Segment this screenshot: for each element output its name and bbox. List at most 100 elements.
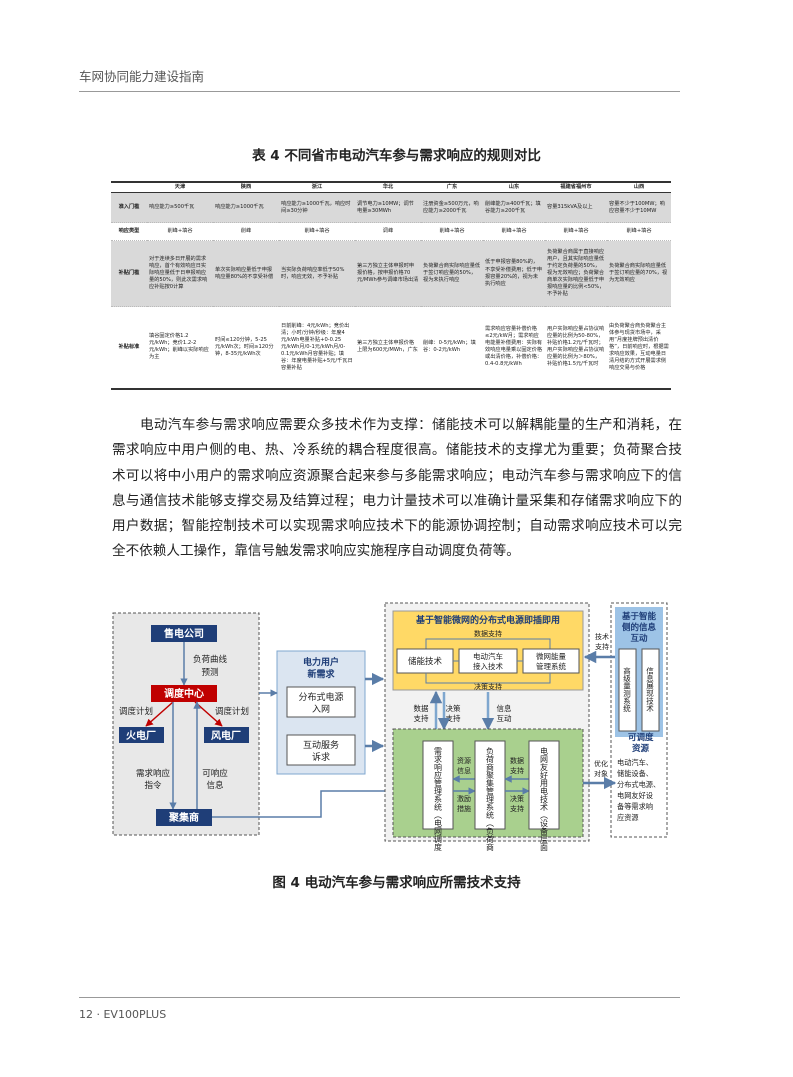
interactive-service-box — [286, 734, 356, 766]
mid-decision-support: 决策 — [446, 703, 461, 713]
table-cell: 时间≤120分钟，5-25元/kWh次；时间≥120分钟，8-35元/kWh次 — [213, 306, 279, 390]
table-row: 补贴门槛 对于连续多日开展的需求响应，首个有效响应日实际响应量低于日申报响应量的… — [111, 240, 671, 308]
res-title: 可调度 — [628, 732, 654, 743]
row-label: 补贴门槛 — [111, 240, 147, 308]
table-cell: 削峰+填谷 — [607, 222, 671, 242]
dr-command-label: 需求响应 — [136, 768, 171, 779]
table-cell: 削峰+填谷 — [147, 222, 213, 242]
ev-access-label-2: 接入技术 — [473, 661, 503, 671]
table-cell: 削峰+填谷 — [483, 222, 545, 242]
metering-label: 高级量测系统 — [622, 666, 631, 714]
table-cell: 用户实际响应量占协议响应量的比例为50-80%，补贴价格1.2元/千瓦时；用户实… — [545, 306, 607, 390]
grid-dr-system-box — [422, 740, 454, 830]
microgrid-ems-box — [522, 648, 580, 674]
incentive-label-2: 措施 — [457, 804, 471, 813]
top-data-support: 数据支持 — [474, 629, 502, 638]
res-item: 分布式电源、 — [617, 780, 660, 789]
table-cell: 削峰+填谷 — [545, 222, 607, 242]
table-header-cell: 广东 — [421, 181, 483, 193]
table-cell: 调峰 — [355, 222, 421, 242]
res-item: 储能设备、 — [617, 769, 653, 778]
available-info-label: 可响应 — [202, 768, 228, 779]
aggregator-label: 聚集商 — [168, 811, 199, 824]
mid-info-interaction: 信息 — [497, 703, 512, 713]
distributed-source-label-2: 入网 — [312, 704, 330, 715]
paragraph-text: 电动汽车参与需求响应需要众多技术作为支撑：储能技术可以解耦能量的生产和消耗，在需… — [112, 417, 682, 560]
page-footer: 12 · EV100PLUS — [79, 1008, 167, 1021]
microgrid-ems-label: 微网能量 — [536, 651, 566, 661]
table-header-cell: 天津 — [147, 181, 213, 193]
table-cell: 削峰：0-5元/kWh；填谷：0-2元/kWh — [421, 306, 483, 390]
table-cell: 负荷聚合商实际响应量低于签订响应量的50%，视为未执行响应 — [421, 240, 483, 308]
left-panel — [112, 612, 260, 836]
microgrid-ems-label-2: 管理系统 — [536, 661, 566, 671]
res-item: 备等需求响 — [617, 802, 653, 811]
thermal-plant-label: 火电厂 — [126, 729, 156, 742]
optimize-target-label-2: 对象 — [594, 769, 608, 778]
resource-info-label-2: 信息 — [457, 766, 471, 775]
distributed-source-box — [286, 686, 356, 718]
dispatch-plan-right: 调度计划 — [215, 706, 249, 717]
table-header-cell: 山东 — [483, 181, 545, 193]
table-caption: 表 4 不同省市电动汽车参与需求响应的规则对比 — [252, 148, 541, 164]
table-cell: 当实际负荷响应率低于50%时，响应无效，不予补贴 — [279, 240, 355, 308]
agg-system-box — [474, 740, 506, 830]
incentive-label: 激励 — [457, 794, 471, 803]
running-header: 车网协同能力建设指南 — [79, 69, 205, 84]
arrow — [212, 787, 394, 818]
interactive-service-label-2: 诉求 — [312, 751, 330, 763]
table-cell: 响应能力≥500千瓦 — [147, 192, 213, 224]
arrow — [145, 701, 174, 727]
table-header-cell: 山西 — [607, 181, 671, 193]
table-cell: 需求响应容量补偿价格≤2元/kW月；需求响应电能量补偿费用：实际有效响应电量乘以… — [483, 306, 545, 390]
aggregator-box — [156, 809, 212, 826]
body-paragraph: 电动汽车参与需求响应需要众多技术作为支撑：储能技术可以解耦能量的生产和消耗，在需… — [112, 413, 682, 565]
info-title-2: 侧的信息 — [621, 622, 657, 633]
table-cell: 单次实际响应量低于申报响应量80%的不享受补偿 — [213, 240, 279, 308]
table-cell: 填谷固定价格1.2元/kWh；竞价1.2-2元/kWh；削峰以实际响应为主 — [147, 306, 213, 390]
dispatch-center-box — [151, 685, 217, 702]
display-tech-label: 信息展现技术 — [645, 666, 654, 714]
demand-title: 电力用户 — [303, 656, 339, 668]
table-header-cell: 浙江 — [279, 181, 355, 193]
metering-box — [618, 648, 637, 732]
distributed-source-label: 分布式电源 — [298, 691, 343, 703]
ev-access-label: 电动汽车 — [473, 651, 503, 661]
table-cell: 容量315kVA及以上 — [545, 192, 607, 224]
top-decision-support: 决策支持 — [474, 682, 502, 691]
header-rule — [79, 91, 680, 92]
table-cell: 调节电力≥10MW；调节电量≥30MWh — [355, 192, 421, 224]
mid-data-support: 数据 — [414, 703, 429, 713]
grid-dr-system-label: 需求响应管理系统（电网调度层面） — [434, 747, 443, 851]
bottom-data-support: 数据 — [510, 756, 524, 765]
table-header-cell — [111, 181, 147, 193]
grid-friendly-box — [528, 740, 560, 830]
table-cell: 响应能力≥1000千瓦 — [213, 192, 279, 224]
table-cell: 负荷聚合商属于直接响应用户，且其实际响应量低于约定负荷量的50%，视为无效响应；… — [545, 240, 607, 308]
table-cell: 由负荷聚合商负荷聚合主体参与现货市场中，采用“月度挂牌预出清价格”，日前响应时，… — [607, 306, 671, 390]
table-header-cell: 华北 — [355, 181, 421, 193]
table-cell: 削峰+填谷 — [421, 222, 483, 242]
table-cell: 削峰能力≥400千瓦；填谷能力≥200千瓦 — [483, 192, 545, 224]
dr-command-label-2: 指令 — [144, 780, 162, 791]
footer-rule — [79, 997, 680, 998]
table-cell: 削峰 — [213, 222, 279, 242]
interactive-service-label: 互动服务 — [303, 739, 339, 751]
res-item: 电动汽车、 — [617, 758, 653, 767]
microgrid-title: 基于智能微网的分布式电源即插即用 — [415, 614, 560, 626]
table-row: 准入门槛 响应能力≥500千瓦 响应能力≥1000千瓦 响应能力≥1000千瓦，… — [111, 192, 671, 224]
row-label: 补贴标准 — [111, 306, 147, 390]
table-cell: 对于连续多日开展的需求响应，首个有效响应日实际响应量低于日申报响应量的50%，则… — [147, 240, 213, 308]
power-co-box — [151, 625, 217, 642]
info-title: 基于智能 — [621, 611, 657, 622]
load-curve-label: 负荷曲线 — [193, 654, 228, 665]
demand-title-2: 新需求 — [307, 668, 335, 680]
available-info-label-2: 信息 — [206, 780, 224, 791]
storage-tech-label: 储能技术 — [408, 656, 443, 667]
grid-friendly-label: 电网友好用电技术（设备层面） — [540, 746, 549, 851]
power-co-label: 售电公司 — [164, 627, 204, 640]
dispatch-plan-left: 调度计划 — [119, 706, 153, 717]
table-cell: 第三方独立主体申报价格上限为600元/MWh，广东 — [355, 306, 421, 390]
table-cell: 注册资金≥500万元，响应能力≥2000千瓦 — [421, 192, 483, 224]
agg-system-label: 负荷商聚集管理系统（负荷商层面） — [486, 746, 495, 851]
